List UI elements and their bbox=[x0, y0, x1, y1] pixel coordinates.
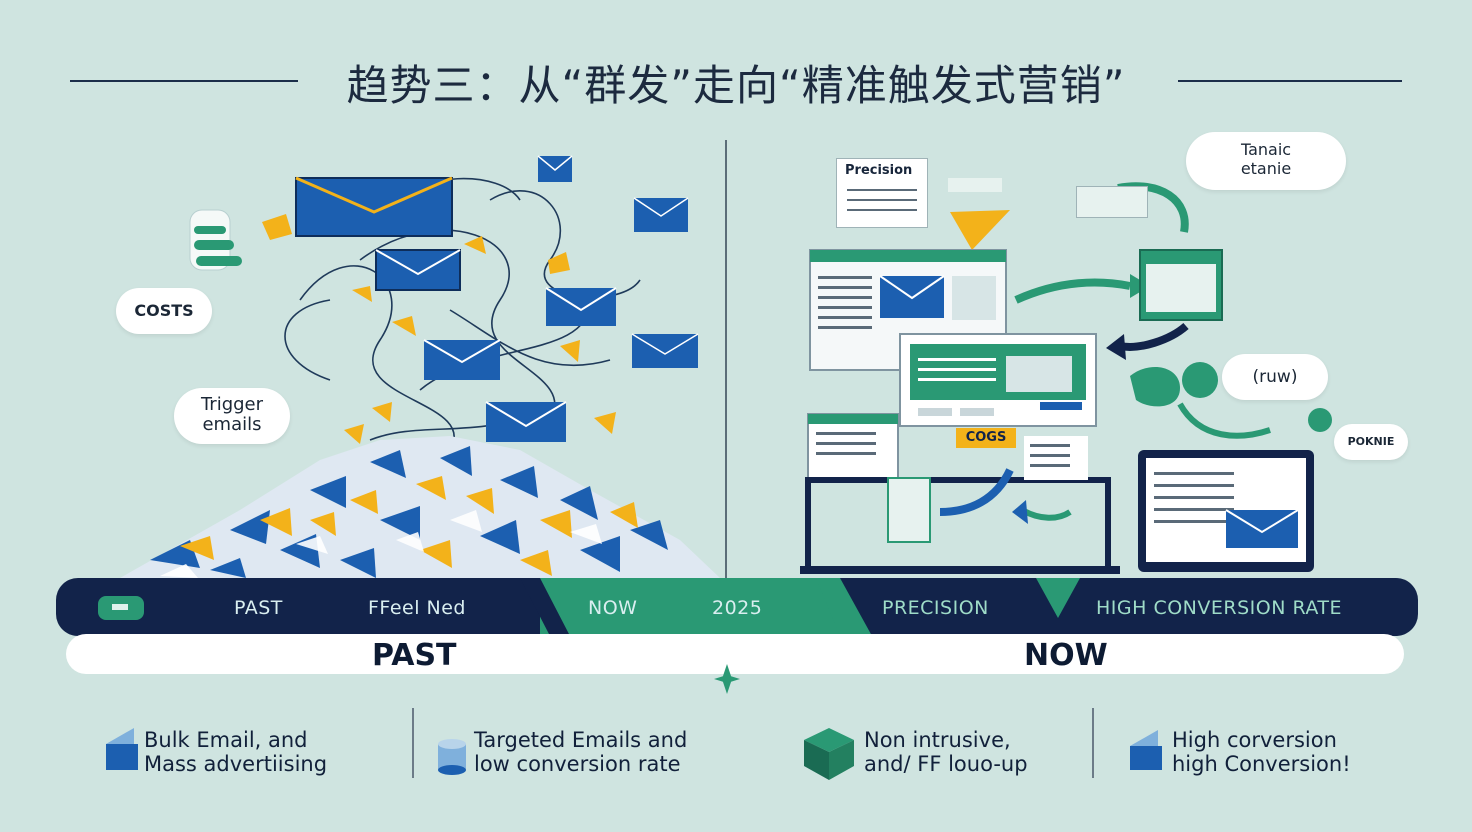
cube-icon bbox=[804, 728, 854, 780]
stack-icon bbox=[189, 209, 242, 271]
title-rule-right bbox=[1178, 80, 1402, 82]
footer-line2: and/ FF louo-up bbox=[864, 752, 1028, 776]
tag-chip bbox=[948, 178, 1002, 192]
cogs-tag: COGS bbox=[956, 428, 1016, 448]
top-right-cloud: Tanaic etanie bbox=[1186, 132, 1346, 190]
precision-document: Precision bbox=[836, 158, 928, 228]
footer-line1: Bulk Email, and bbox=[144, 728, 308, 752]
folder-icon bbox=[1130, 730, 1162, 770]
folder-icon bbox=[106, 728, 138, 770]
title-row: 趋势三：从“群发”走向“精准触发式营销” bbox=[0, 50, 1472, 110]
doc-line bbox=[847, 189, 917, 191]
trigger-label: Trigger bbox=[200, 394, 264, 415]
bulk-email-illustration bbox=[120, 155, 720, 578]
timeline-chevrons bbox=[98, 578, 1080, 636]
footer-line2: low conversion rate bbox=[474, 752, 681, 776]
precision-doc-label: Precision bbox=[845, 163, 913, 178]
trigger-emails-cloud: Trigger emails bbox=[174, 388, 290, 444]
cloud-line2: etanie bbox=[1240, 159, 1292, 178]
small-doc bbox=[1076, 186, 1148, 218]
precision-illustration bbox=[800, 182, 1332, 574]
poknie-cloud: POKNIE bbox=[1334, 424, 1408, 460]
past-now-bar: PAST NOW bbox=[66, 634, 1404, 674]
footer-line2: high Conversion! bbox=[1172, 752, 1351, 776]
bar-past-label: PAST bbox=[372, 638, 457, 673]
ruw-cloud: (ruw) bbox=[1222, 354, 1328, 400]
timeline-feed: FFeel Ned bbox=[368, 597, 466, 619]
footer-line1: High corversion bbox=[1172, 728, 1337, 752]
poknie-label: POKNIE bbox=[1347, 435, 1395, 448]
bar-now-label: NOW bbox=[1024, 638, 1108, 673]
cylinder-icon bbox=[438, 739, 466, 775]
footer-line1: Targeted Emails and bbox=[474, 728, 688, 752]
timeline-now: NOW bbox=[588, 597, 638, 619]
timeline-past: PAST bbox=[234, 597, 283, 619]
timeline-bar: PAST FFeel Ned NOW 2025 PRECISION HIGH C… bbox=[56, 578, 1418, 636]
page-title: 趋势三：从“群发”走向“精准触发式营销” bbox=[346, 61, 1126, 110]
center-divider bbox=[725, 140, 727, 578]
timeline-year: 2025 bbox=[712, 597, 763, 619]
cloud-line1: Tanaic bbox=[1240, 140, 1292, 159]
footer-line2: Mass advertiising bbox=[144, 752, 328, 776]
timeline-marker-icon bbox=[714, 664, 740, 694]
timeline-now-segment bbox=[540, 578, 840, 636]
envelope-icon-group bbox=[295, 155, 699, 442]
title-rule-left bbox=[70, 80, 298, 82]
timeline-conversion: HIGH CONVERSION RATE bbox=[1096, 597, 1343, 619]
costs-cloud: COSTS bbox=[116, 288, 212, 334]
doc-line bbox=[847, 209, 917, 211]
doc-line bbox=[847, 199, 917, 201]
ruw-label: (ruw) bbox=[1252, 367, 1298, 387]
timeline-precision: PRECISION bbox=[882, 597, 989, 619]
footer-divider bbox=[1092, 708, 1094, 778]
costs-label: COSTS bbox=[134, 301, 194, 320]
emails-label: emails bbox=[202, 414, 262, 435]
footer-divider bbox=[412, 708, 414, 778]
footer-line1: Non intrusive, bbox=[864, 728, 1011, 752]
